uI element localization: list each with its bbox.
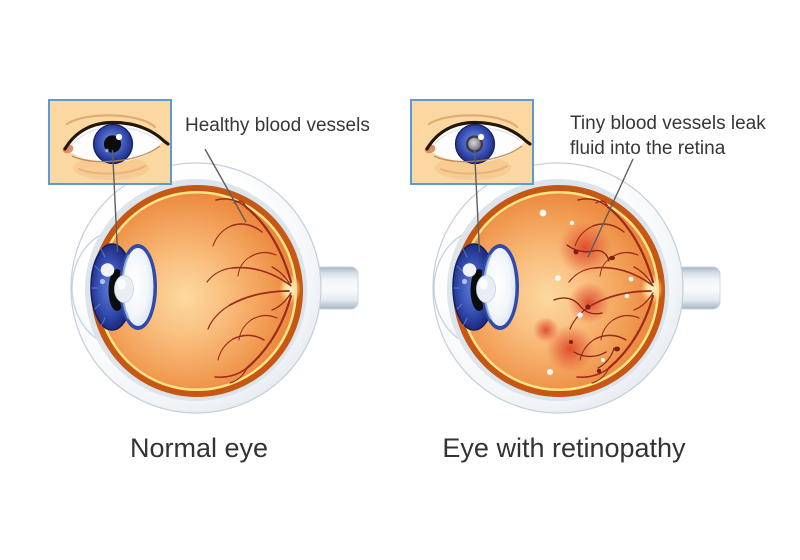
normal-front-parts [89,242,159,332]
exudate-dots [539,209,634,375]
normal-inset-pupil [103,133,123,153]
retinopathy-inset-pupil-cloudy [465,133,485,153]
caption-normal-eye: Normal eye [129,433,269,463]
leak-patch [533,317,559,343]
pupil-front-normal [103,135,122,153]
damaged-tortuous-vessels [553,244,615,369]
label-tiny-blood-vessels-leak: Tiny blood vessels leak fluid into the r… [570,111,766,161]
leader-line-inset-to-eye [111,149,119,253]
normal-leader-lines [111,148,247,253]
leak-patch [546,325,594,373]
microaneurysm-spots [569,249,620,374]
label-healthy-blood-vessels: Healthy blood vessels [185,115,370,136]
caption-eye-with-retinopathy: Eye with retinopathy [442,433,686,463]
label-line-1: Tiny blood vessels leak [570,113,766,134]
leader-line-label-to-leak [587,158,634,258]
label-line-2: fluid into the retina [570,138,726,160]
pupil-highlight [477,133,485,141]
panel-normal-eye [47,98,359,414]
retinopathy-front-parts [451,242,521,332]
leader-line-inset-to-eye [473,149,481,253]
pupil-highlight-small [105,148,109,153]
pupil-highlight [115,133,123,141]
pupil-cloudy-center [468,137,481,151]
leader-line-label-to-vessels [204,148,247,223]
leak-patch [568,282,610,324]
panel-retinopathy-eye [409,98,721,414]
retinopathy-leader-lines [473,149,634,258]
